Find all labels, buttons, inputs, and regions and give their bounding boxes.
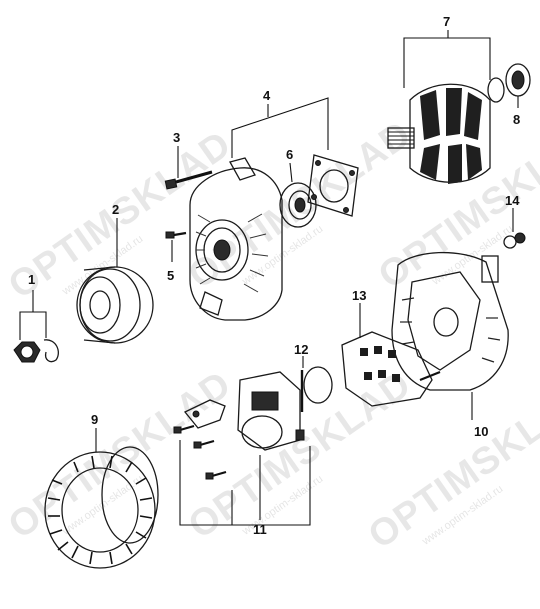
part-5-screw	[165, 231, 187, 262]
part-14-nuts	[503, 208, 526, 249]
callout-5: 5	[167, 268, 174, 283]
callout-6: 6	[286, 147, 293, 162]
callout-labels: 1 2 3 4 5 6 7 8 9 10 11 12 13 14	[28, 14, 520, 537]
callout-13: 13	[352, 288, 366, 303]
callout-4: 4	[263, 88, 271, 103]
callout-8: 8	[513, 112, 520, 127]
part-8-rear-bearing	[505, 63, 531, 108]
part-10-rear-housing	[391, 251, 509, 420]
part-11-brush-holder	[173, 371, 311, 526]
callout-7: 7	[443, 14, 450, 29]
part-7-rotor	[387, 30, 505, 184]
callout-11: 11	[253, 522, 267, 537]
part-4-retainer-plate	[307, 154, 359, 217]
part-6-bearing	[279, 162, 317, 228]
part-4-front-housing	[189, 97, 329, 321]
callout-3: 3	[173, 130, 180, 145]
part-3-bolt	[164, 146, 213, 190]
callout-14: 14	[505, 193, 520, 208]
callout-10: 10	[474, 424, 488, 439]
part-13-rectifier	[341, 303, 441, 407]
part-9-stator	[44, 428, 159, 569]
part-12-bolt-oring	[300, 356, 333, 412]
part-1-nut-washer	[13, 290, 59, 363]
callout-1: 1	[28, 272, 35, 287]
callout-2: 2	[112, 202, 119, 217]
callout-12: 12	[294, 342, 308, 357]
part-2-pulley	[76, 218, 154, 344]
callout-9: 9	[91, 412, 98, 427]
